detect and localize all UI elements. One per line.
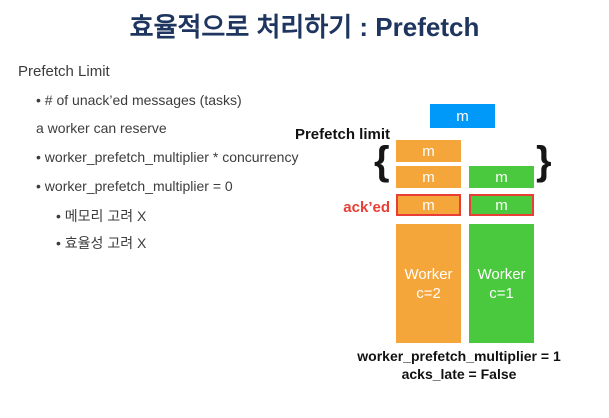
bullet-memory-consideration: • 메모리 고려 X xyxy=(56,208,147,224)
worker-column-c1: Worker c=1 xyxy=(469,224,534,343)
caption-multiplier: worker_prefetch_multiplier = 1 xyxy=(357,348,561,364)
slide-title: 효율적으로 처리하기 : Prefetch xyxy=(129,12,480,42)
left-brace: { xyxy=(374,139,390,183)
prefetch-limit-label: Prefetch limit xyxy=(294,126,390,143)
queue-message-box: m xyxy=(430,104,495,128)
bullet-multiplier-zero: • worker_prefetch_multiplier = 0 xyxy=(36,178,233,194)
caption-acks-late: acks_late = False xyxy=(401,366,517,382)
worker-label: Worker xyxy=(477,265,526,283)
prefetched-message-box-green-1: m xyxy=(469,166,534,188)
right-brace: } xyxy=(536,139,552,183)
worker-label: Worker xyxy=(404,265,453,283)
bullet-unacked-messages: • # of unack’ed messages (tasks) xyxy=(36,92,242,108)
bullet-worker-can-reserve: a worker can reserve xyxy=(36,120,167,136)
bullet-efficiency-consideration: • 효율성 고려 X xyxy=(56,235,147,251)
prefetch-limit-heading: Prefetch Limit xyxy=(18,63,110,80)
acked-message-box-green: m xyxy=(469,194,534,216)
prefetched-message-box-orange-2: m xyxy=(396,166,461,188)
bullet-multiplier-concurrency: • worker_prefetch_multiplier * concurren… xyxy=(36,149,299,165)
prefetched-message-box-orange-1: m xyxy=(396,140,461,162)
worker-concurrency: c=1 xyxy=(489,284,514,302)
worker-column-c2: Worker c=2 xyxy=(396,224,461,343)
diagram-caption: worker_prefetch_multiplier = 1 acks_late… xyxy=(308,347,609,383)
acked-label: ack’ed xyxy=(343,199,390,216)
acked-message-box-orange: m xyxy=(396,194,461,216)
worker-concurrency: c=2 xyxy=(416,284,441,302)
